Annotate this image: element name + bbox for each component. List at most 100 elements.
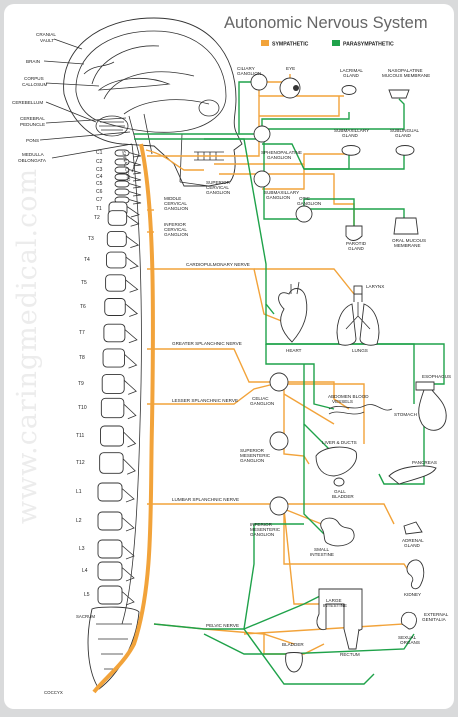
ganglia <box>250 73 313 516</box>
pancreas-shape <box>388 465 437 485</box>
svg-text:GANGLION: GANGLION <box>164 206 188 211</box>
vertebra-body <box>114 158 130 166</box>
vertebra-label-t10: T10 <box>78 405 87 411</box>
vertebra-label-coccyx: COCCYX <box>44 690 63 695</box>
vertebra-body <box>97 561 123 581</box>
svg-text:SPHENOPALATINE: SPHENOPALATINE <box>261 150 302 155</box>
svg-text:GANGLION: GANGLION <box>297 201 321 206</box>
kidney-shape <box>406 559 425 590</box>
label-cranial: CRANIAL <box>36 32 56 37</box>
small-intestine-shape <box>320 517 355 547</box>
svg-text:SMALL: SMALL <box>314 547 330 552</box>
svg-text:LUMBAR SPLANCHNIC NERVE: LUMBAR SPLANCHNIC NERVE <box>172 497 239 502</box>
vertebra-body <box>107 210 128 226</box>
svg-text:ESOPHAGUS: ESOPHAGUS <box>422 374 451 379</box>
gall-bladder-shape <box>333 477 345 487</box>
organ-labels: EYE LACRIMAL GLAND NASOPALATINE MUCOUS M… <box>282 66 451 657</box>
skull-illustration <box>63 17 243 187</box>
label-corpus: CORPUS <box>24 76 44 81</box>
svg-text:GLAND: GLAND <box>342 133 359 138</box>
vertebra-label-c2: C2 <box>96 159 103 165</box>
svg-text:MEMBRANE: MEMBRANE <box>394 243 421 248</box>
vertebra-body <box>114 188 130 196</box>
oral-mucous-shape <box>393 217 419 235</box>
svg-text:SUBMAXILLARY: SUBMAXILLARY <box>334 128 369 133</box>
svg-text:GALL: GALL <box>334 489 346 494</box>
vertebra-label-sacrum: SACRUM <box>76 614 95 619</box>
svg-text:HEART: HEART <box>286 348 302 353</box>
vertebra-body <box>105 274 127 292</box>
vertebra-label-c1: C1 <box>96 150 103 156</box>
vertebra-body <box>114 180 130 188</box>
parotid-shape <box>345 225 363 241</box>
vertebra-body <box>100 425 124 447</box>
svg-text:BLADDER: BLADDER <box>332 494 354 499</box>
svg-text:MESENTERIC: MESENTERIC <box>250 527 281 532</box>
label-cerebellum: CEREBELLUM <box>12 100 43 105</box>
svg-text:LACRIMAL: LACRIMAL <box>340 68 363 73</box>
heart-shape <box>278 288 308 343</box>
vertebra-label-c6: C6 <box>96 189 103 195</box>
ganglion-labels: CILIARY GANGLION SPHENOPALATINE GANGLION… <box>164 66 321 537</box>
sublingual-shape <box>395 145 415 156</box>
svg-text:GANGLION: GANGLION <box>267 155 291 160</box>
svg-text:MUCOUS MEMBRANE: MUCOUS MEMBRANE <box>382 73 430 78</box>
svg-text:LIVER & DUCTS: LIVER & DUCTS <box>322 440 357 445</box>
svg-text:GANGLION: GANGLION <box>164 232 188 237</box>
svg-text:STOMACH: STOMACH <box>394 412 417 417</box>
svg-text:ADRENAL: ADRENAL <box>402 538 424 543</box>
svg-text:MESENTERIC: MESENTERIC <box>240 453 271 458</box>
vertebra-label-t7: T7 <box>79 330 85 336</box>
label-vault: VAULT <box>40 38 54 43</box>
parasympathetic-paths <box>134 81 445 685</box>
svg-text:EXTERNAL: EXTERNAL <box>424 612 449 617</box>
svg-text:GANGLION: GANGLION <box>250 532 274 537</box>
vertebra-body <box>105 251 127 269</box>
vertebra-label-l2: L2 <box>76 518 82 524</box>
svg-text:RECTUM: RECTUM <box>340 652 360 657</box>
svg-text:ORAL MUCOUS: ORAL MUCOUS <box>392 238 426 243</box>
svg-text:GLAND: GLAND <box>348 246 365 251</box>
svg-text:INFERIOR: INFERIOR <box>250 522 273 527</box>
vertebra-label-c5: C5 <box>96 181 103 187</box>
liver-shape <box>315 446 357 477</box>
label-pons: PONS <box>26 138 39 143</box>
svg-text:PELVIC NERVE: PELVIC NERVE <box>206 623 239 628</box>
vertebra-label-t8: T8 <box>79 355 85 361</box>
svg-text:CILIARY: CILIARY <box>237 66 255 71</box>
label-brain: BRAIN <box>26 59 40 64</box>
watermark: www.caringmedical.com <box>12 168 43 524</box>
svg-text:VESSELS: VESSELS <box>332 399 353 404</box>
vertebra-body <box>103 323 126 343</box>
svg-text:ABDOMEN BLOOD: ABDOMEN BLOOD <box>328 394 369 399</box>
vertebra-label-t2: T2 <box>94 215 100 221</box>
nasopalatine-shape <box>388 89 410 99</box>
label-oblongata: OBLONGATA <box>18 158 47 163</box>
legend-sympathetic: SYMPATHETIC <box>272 42 309 48</box>
brain-labels: CRANIAL VAULT BRAIN CORPUS CALLOSUM CERE… <box>12 32 133 163</box>
vertebra-body <box>114 166 130 174</box>
svg-text:CELIAC: CELIAC <box>252 396 269 401</box>
svg-text:GREATER SPLANCHNIC NERVE: GREATER SPLANCHNIC NERVE <box>172 341 242 346</box>
svg-text:INTESTINE: INTESTINE <box>323 603 347 608</box>
inferior-mesenteric-ganglion-node <box>269 496 289 516</box>
stomach-shape <box>418 389 447 431</box>
label-medulla: MEDULLA <box>22 152 45 157</box>
lung-right-shape <box>359 303 380 346</box>
svg-text:LARYNX: LARYNX <box>366 284 384 289</box>
vessels-shape <box>328 404 393 411</box>
svg-text:NASOPALATINE: NASOPALATINE <box>388 68 423 73</box>
vertebra-label-t6: T6 <box>80 304 86 310</box>
celiac-ganglion-node <box>269 372 289 392</box>
svg-text:BLADDER: BLADDER <box>282 642 304 647</box>
svg-text:SUBMAXILLARY: SUBMAXILLARY <box>264 190 299 195</box>
svg-text:OTIC: OTIC <box>299 196 311 201</box>
vertebra-label-c7: C7 <box>96 197 103 203</box>
svg-text:SUPERIOR: SUPERIOR <box>240 448 265 453</box>
vertebra-label-l5: L5 <box>84 592 90 598</box>
diagram-title: Autonomic Nervous System <box>224 14 428 32</box>
svg-text:GANGLION: GANGLION <box>266 195 290 200</box>
svg-text:ORGANS: ORGANS <box>400 640 420 645</box>
vertebra-body <box>104 298 126 316</box>
larynx-shape <box>353 285 363 295</box>
